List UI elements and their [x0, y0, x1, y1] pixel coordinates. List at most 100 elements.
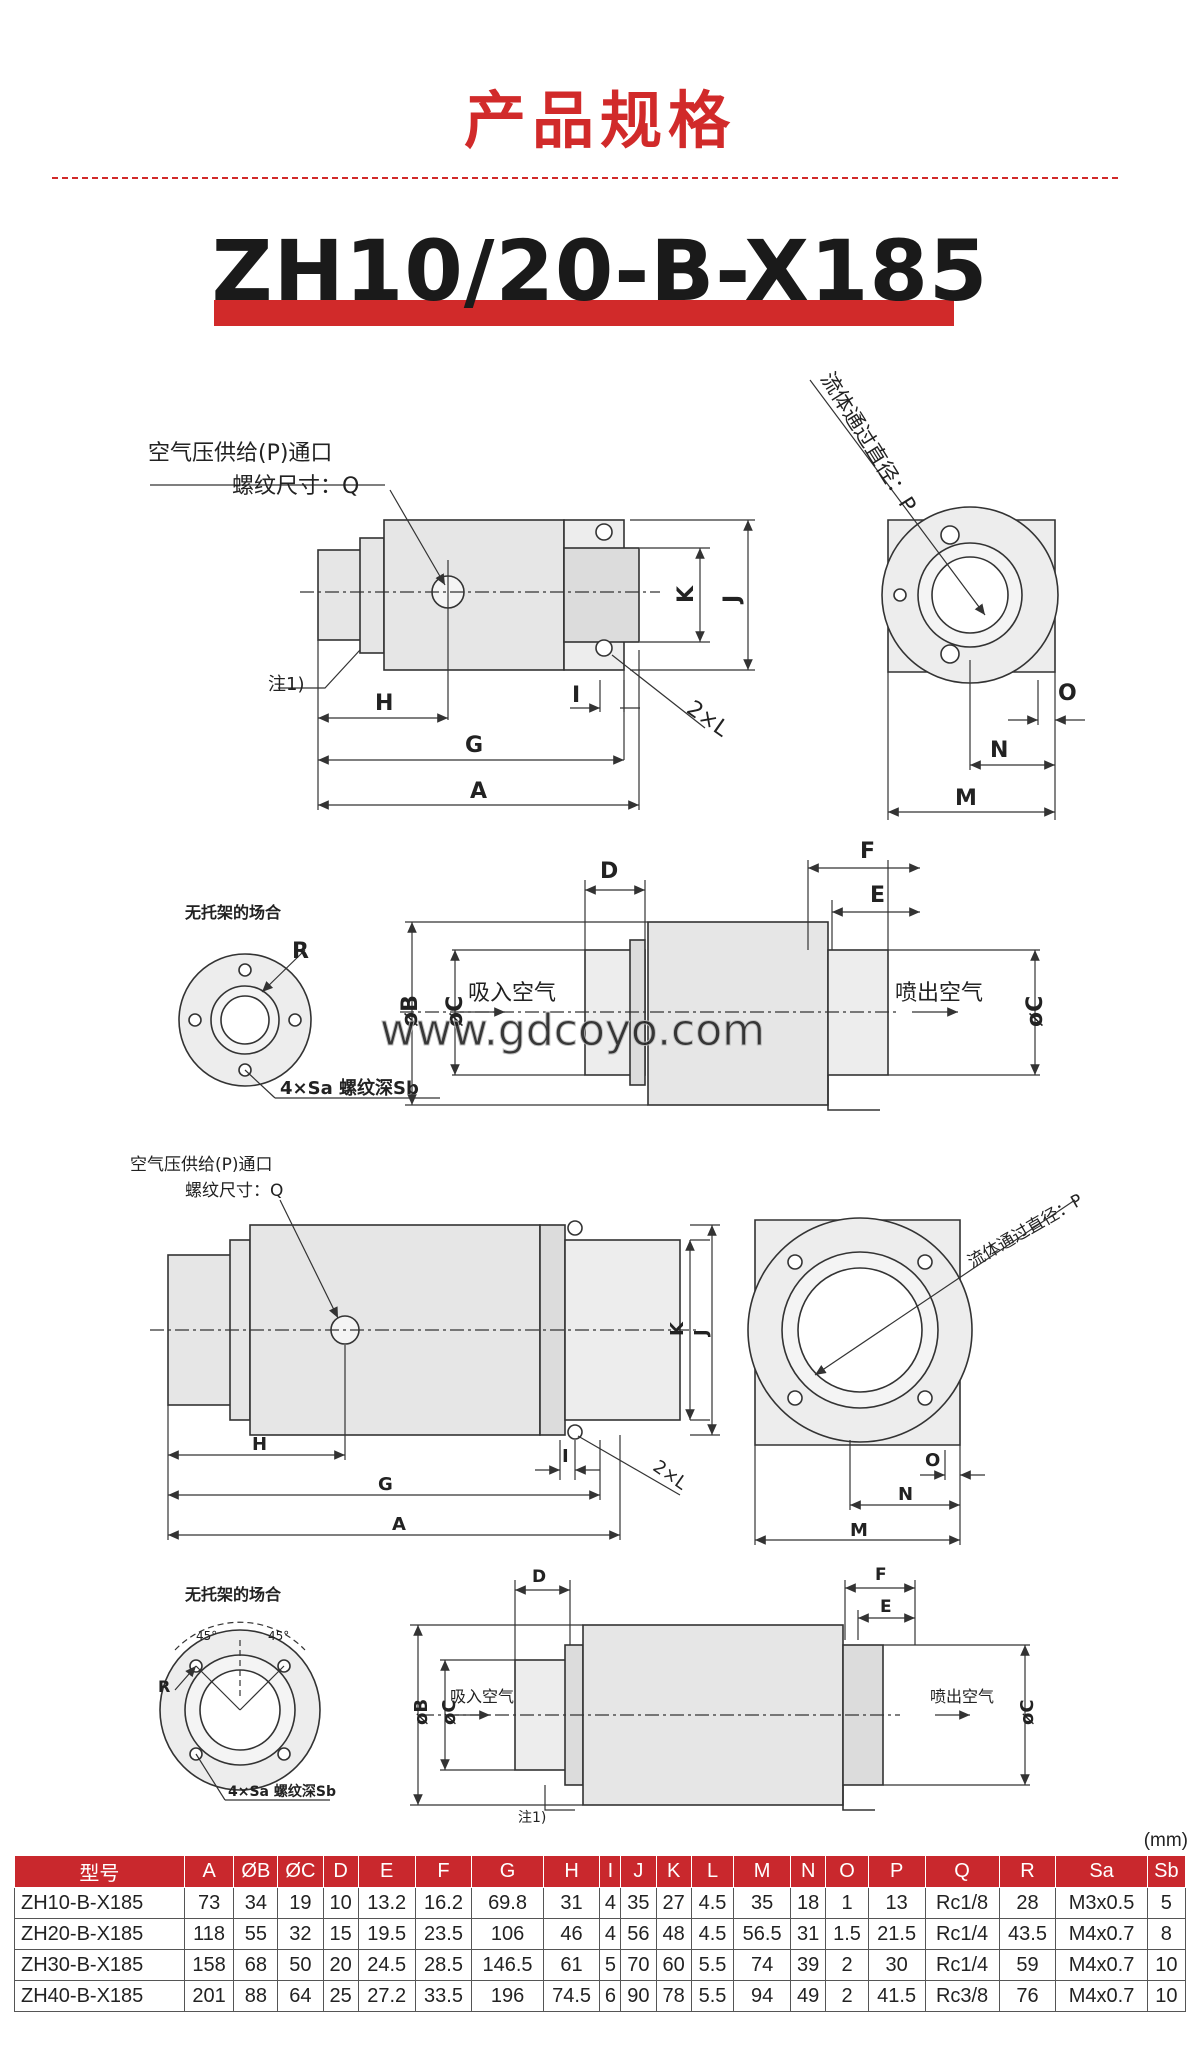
table-cell: 21.5	[867, 1918, 926, 1950]
table-cell: 56	[620, 1918, 657, 1950]
table-cell: 18	[790, 1887, 827, 1919]
table-cell: 19.5	[357, 1918, 416, 1950]
table-cell: ZH30-B-X185	[14, 1949, 185, 1981]
table-cell: M4x0.7	[1055, 1980, 1148, 2012]
header-cell: L	[690, 1855, 735, 1888]
table-cell: 10	[1146, 1949, 1187, 1981]
table-cell: 4	[599, 1887, 622, 1919]
table-cell: 10	[322, 1887, 359, 1919]
table-cell: 48	[655, 1918, 692, 1950]
table-cell: 1	[825, 1887, 869, 1919]
header-cell: P	[867, 1855, 926, 1888]
table-cell: Rc1/4	[924, 1949, 1000, 1981]
dim-k-2: K	[667, 1321, 688, 1336]
table-cell: 31	[790, 1918, 827, 1950]
label-air-out-2: 喷出空气	[930, 1687, 994, 1706]
table-cell: 39	[790, 1949, 827, 1981]
table-cell: 158	[183, 1949, 235, 1981]
table-cell: 70	[620, 1949, 657, 1981]
table-cell: ZH40-B-X185	[14, 1980, 185, 2012]
label-note1: 注1)	[268, 674, 304, 695]
table-cell: 43.5	[998, 1918, 1057, 1950]
table-cell: 25	[322, 1980, 359, 2012]
table-cell: 76	[998, 1980, 1057, 2012]
dim-i: I	[572, 683, 580, 708]
table-cell: M4x0.7	[1055, 1918, 1148, 1950]
table-cell: 2	[825, 1949, 869, 1981]
label-fluid-passage-2: 流体通过直径：P	[965, 1190, 1087, 1272]
table-cell: 1.5	[825, 1918, 869, 1950]
label-bolt-holes-1: 4×Sa 螺纹深Sb	[280, 1077, 419, 1099]
table-cell: 78	[655, 1980, 692, 2012]
page-heading: 产品规格	[463, 84, 736, 157]
dim-j: J	[720, 595, 745, 605]
dim-2l: 2×L	[682, 696, 734, 743]
table-cell: 118	[183, 1918, 235, 1950]
dim-j-2: J	[691, 1329, 712, 1338]
header-cell: R	[998, 1855, 1057, 1888]
table-cell: 20	[322, 1949, 359, 1981]
table-cell: 88	[233, 1980, 279, 2012]
table-cell: 33.5	[414, 1980, 473, 2012]
dim-f-1: F	[860, 839, 875, 864]
table-cell: 56.5	[733, 1918, 792, 1950]
table-cell: 35	[620, 1887, 657, 1919]
table-cell: 15	[322, 1918, 359, 1950]
label-air-supply-port-2: 空气压供给(P)通口	[130, 1155, 273, 1175]
technical-drawing: 空气压供给(P)通口 螺纹尺寸：Q 注1) H G A I 2×L K J 流体…	[130, 368, 1087, 1826]
table-cell: 4.5	[690, 1918, 735, 1950]
table-cell: 27.2	[357, 1980, 416, 2012]
table-cell: ZH10-B-X185	[14, 1887, 185, 1919]
table-cell: 27	[655, 1887, 692, 1919]
header-cell: J	[620, 1855, 657, 1888]
header-cell: Q	[924, 1855, 1000, 1888]
dim-ob-1: øB	[398, 995, 423, 1027]
label-note1-2: 注1)	[518, 1810, 546, 1826]
dim-f-2: F	[875, 1565, 887, 1585]
dim-r-1: R	[292, 939, 309, 964]
table-cell: Rc1/4	[924, 1918, 1000, 1950]
table-cell: M4x0.7	[1055, 1949, 1148, 1981]
dim-e-2: E	[880, 1597, 892, 1617]
dim-g-2: G	[378, 1474, 393, 1495]
table-cell: 106	[471, 1918, 544, 1950]
header-cell: 型号	[14, 1855, 185, 1888]
dim-h-2: H	[252, 1434, 267, 1455]
header-cell: Sb	[1146, 1855, 1187, 1888]
dim-a: A	[470, 779, 487, 804]
dim-r-2: R	[158, 1677, 170, 1696]
table-cell: 146.5	[471, 1949, 544, 1981]
label-air-out-1: 喷出空气	[895, 981, 983, 1006]
table-cell: 50	[277, 1949, 324, 1981]
label-fluid-passage: 流体通过直径：P	[816, 368, 921, 516]
label-no-bracket-2: 无托架的场合	[184, 1585, 282, 1604]
table-cell: 74	[733, 1949, 792, 1981]
dim-45-left: 45°	[196, 1629, 217, 1643]
dim-n-2: N	[898, 1484, 913, 1505]
table-cell: 196	[471, 1980, 544, 2012]
table-cell: 90	[620, 1980, 657, 2012]
header-cell: N	[790, 1855, 827, 1888]
table-cell: 28.5	[414, 1949, 473, 1981]
header-cell: ØB	[233, 1855, 279, 1888]
dim-g: G	[465, 733, 483, 758]
table-cell: 13.2	[357, 1887, 416, 1919]
header-cell: A	[183, 1855, 235, 1888]
dim-a-2: A	[392, 1514, 406, 1535]
header-cell: K	[655, 1855, 692, 1888]
heading-divider	[52, 177, 1118, 179]
table-cell: 5	[599, 1949, 622, 1981]
dim-oc-2: øC	[439, 1699, 460, 1725]
table-cell: 5	[1146, 1887, 1187, 1919]
table-cell: 34	[233, 1887, 279, 1919]
dim-oc-2b: øC	[1017, 1699, 1038, 1725]
table-cell: 59	[998, 1949, 1057, 1981]
label-air-in-1: 吸入空气	[468, 981, 556, 1006]
header-cell: D	[322, 1855, 359, 1888]
label-no-bracket-1: 无托架的场合	[184, 903, 282, 922]
no-bracket-side-large	[514, 1624, 884, 1811]
